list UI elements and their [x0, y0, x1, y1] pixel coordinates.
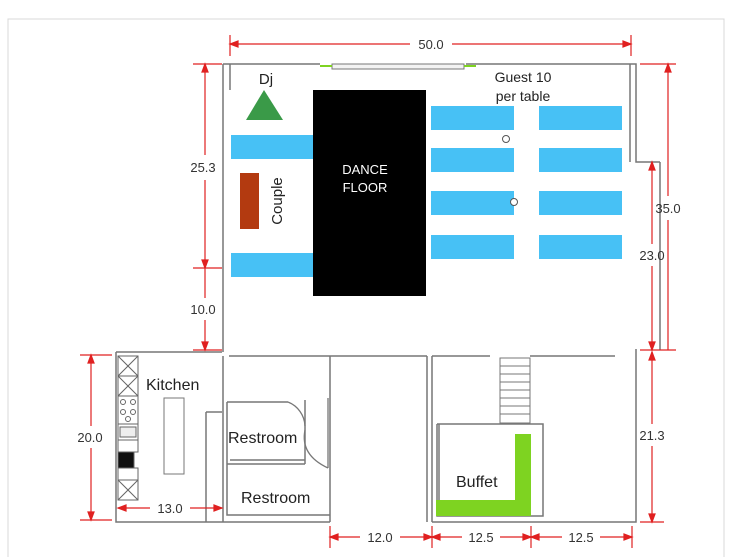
dim-left-gap: 10.0 [190, 302, 215, 317]
dimension-lines [80, 35, 676, 548]
dim-left-upper: 25.3 [190, 160, 215, 175]
kitchen-island [163, 397, 185, 475]
dance-floor-label-line1: DANCE [342, 162, 388, 177]
restroom-label-2: Restroom [241, 490, 310, 507]
dance-floor [313, 90, 426, 296]
guest-label-line2: per table [496, 88, 551, 104]
dim-right-mid: 23.0 [639, 248, 664, 263]
guest-label-line1: Guest 10 [495, 69, 552, 85]
guest-table [539, 191, 622, 215]
guest-table [431, 235, 514, 259]
restroom-door-arc-lower [303, 429, 329, 469]
head-table-top [231, 135, 313, 159]
kitchen-label: Kitchen [146, 377, 199, 394]
buffet-counter [436, 434, 531, 516]
top-window [320, 63, 476, 70]
restroom-label-1: Restroom [228, 430, 297, 447]
wall-upper-top-right [466, 63, 660, 163]
wall-restroom-left [226, 402, 330, 516]
restroom-door-arc [287, 401, 306, 427]
page-border [7, 18, 725, 557]
kitchen-appliances [117, 355, 139, 501]
guest-tables [431, 106, 622, 259]
marker-circle [502, 135, 510, 143]
dim-buffet-left: 12.5 [468, 530, 493, 545]
dim-kitchen-height: 20.0 [77, 430, 102, 445]
dj-booth [246, 90, 283, 120]
guest-table [539, 148, 622, 172]
dim-top-width: 50.0 [418, 37, 443, 52]
walls [115, 63, 661, 523]
dj-label: Dj [259, 71, 273, 88]
wall-kitchen-outer [115, 352, 330, 523]
guest-table [431, 148, 514, 172]
dim-kitchen-width: 13.0 [157, 501, 182, 516]
dim-right-lower: 21.3 [639, 428, 664, 443]
stairs [499, 357, 531, 424]
head-table-bottom [231, 253, 313, 277]
wall-buffet-outer [432, 349, 637, 523]
couple-label: Couple [269, 177, 286, 225]
guest-table [539, 106, 622, 130]
buffet-label: Buffet [456, 474, 498, 491]
guest-table [431, 106, 514, 130]
dim-bottom-gap: 12.0 [367, 530, 392, 545]
dim-buffet-right: 12.5 [568, 530, 593, 545]
dance-floor-label-line2: FLOOR [343, 180, 388, 195]
dim-right-upper: 35.0 [655, 201, 680, 216]
guest-table [431, 191, 514, 215]
wall-buffet-room [436, 423, 544, 517]
couple-table [240, 173, 259, 229]
marker-circle [510, 198, 518, 206]
guest-table [539, 235, 622, 259]
